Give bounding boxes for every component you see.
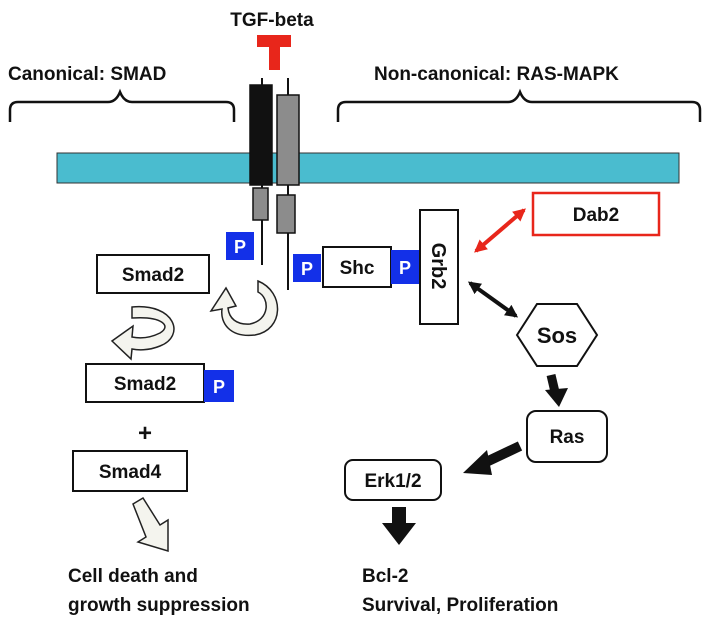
grb2-label: Grb2 — [427, 243, 449, 290]
dab2-box — [531, 191, 661, 237]
grb2-box — [419, 209, 459, 325]
sos-label: Sos — [537, 323, 577, 348]
smad4-label: Smad4 — [99, 462, 162, 483]
smad2-phospho-label: Smad2 — [114, 374, 176, 395]
tgf-beta-receptor-type1 — [249, 78, 273, 265]
ligand-stem — [269, 46, 280, 70]
receptor-to-smad2-curved-arrow — [209, 279, 279, 337]
ligand-label: TGF-beta — [230, 10, 314, 31]
smad2-label: Smad2 — [122, 265, 184, 286]
shc-phospho-tag: P — [391, 250, 419, 284]
smad2-phospho-box — [85, 363, 205, 403]
noncanonical-outcome-line1: Bcl-2 — [362, 566, 408, 587]
erk-to-outcome-arrow — [382, 507, 416, 545]
canonical-outcome-line1: Cell death and — [68, 566, 198, 587]
cell-membrane — [56, 152, 680, 184]
dab2-label: Dab2 — [573, 205, 619, 226]
ligand-bar — [257, 35, 291, 47]
receptor-phospho-tag: P — [226, 232, 254, 260]
ras-box — [526, 410, 608, 463]
tgf-beta-receptor-type2 — [276, 78, 300, 290]
smad4-box — [72, 450, 188, 492]
svg-text:P: P — [399, 258, 411, 278]
sos-to-ras-arrow — [545, 373, 568, 407]
canonical-pathway-label: Canonical: SMAD — [8, 64, 166, 85]
sos-hexagon — [515, 303, 599, 367]
noncanonical-outcome-line2: Survival, Proliferation — [362, 595, 558, 616]
grb2-sos-arrow — [467, 281, 519, 318]
grb2-dab2-arrow — [474, 208, 526, 253]
noncanonical-brace — [336, 88, 702, 122]
smad2-box — [96, 254, 210, 294]
smad2-phospho-tag: P — [204, 370, 234, 402]
ras-label: Ras — [550, 427, 585, 448]
smad2-phosphorylation-curved-arrow — [110, 306, 175, 361]
erk-label: Erk1/2 — [364, 471, 421, 492]
canonical-outcome-line2: growth suppression — [68, 595, 250, 616]
plus-sign: + — [138, 420, 152, 447]
receptor2-phospho-tag: P — [293, 254, 321, 282]
shc-box — [322, 246, 392, 288]
canonical-brace — [8, 88, 236, 122]
svg-text:P: P — [213, 377, 225, 397]
shc-label: Shc — [340, 258, 375, 279]
noncanonical-pathway-label: Non-canonical: RAS-MAPK — [374, 64, 619, 85]
svg-text:P: P — [234, 237, 246, 257]
tgf-beta-ligand-icon — [257, 35, 291, 70]
smad4-to-outcome-arrow — [132, 496, 169, 553]
svg-text:P: P — [301, 259, 313, 279]
ras-to-erk-arrow — [463, 441, 523, 475]
erk-box — [344, 459, 442, 501]
